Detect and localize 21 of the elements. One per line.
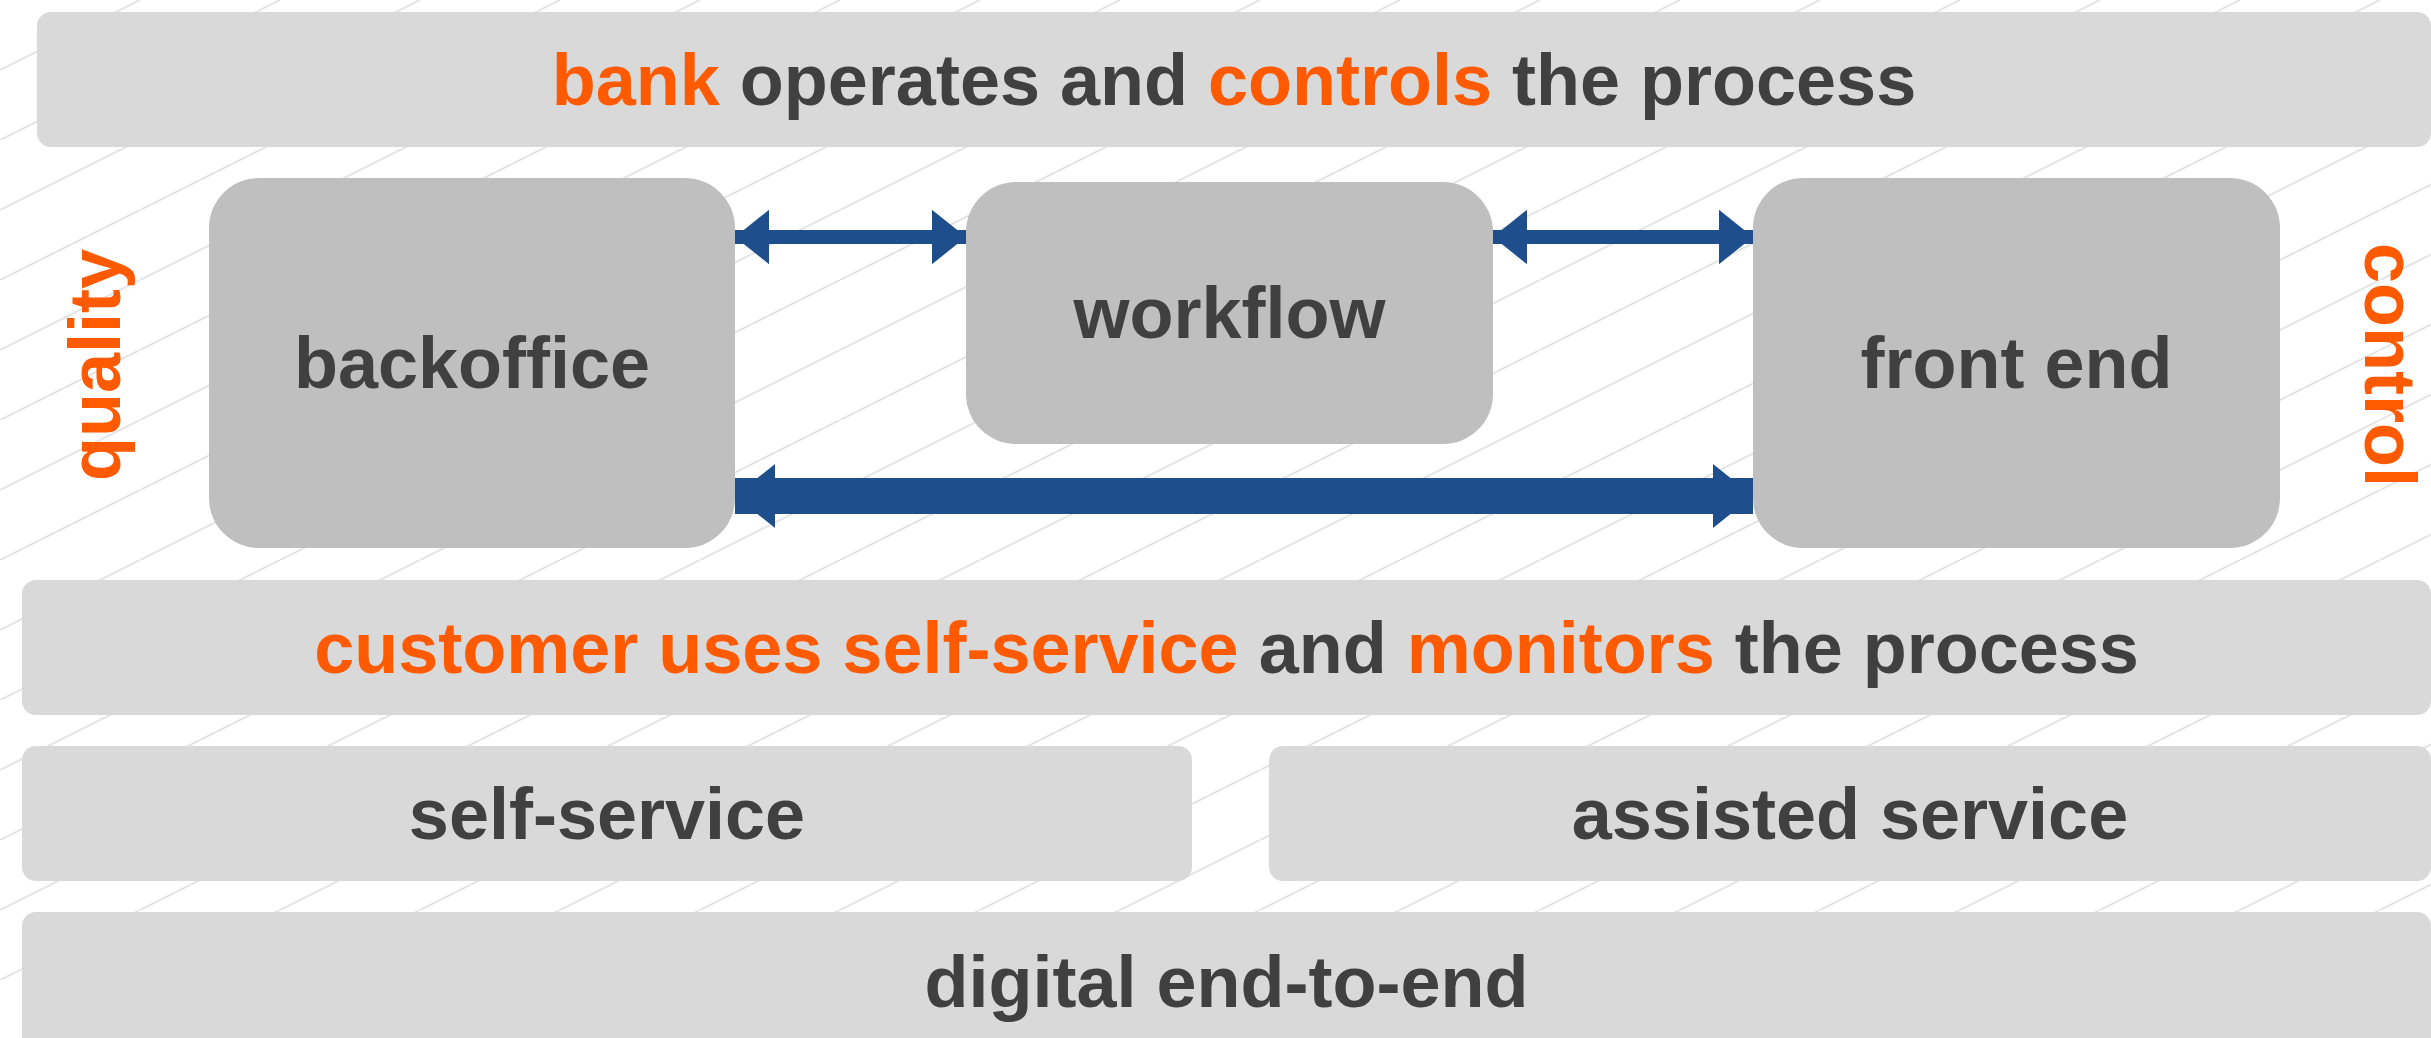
- double-arrow: [735, 209, 966, 265]
- side-label: control: [2349, 243, 2431, 487]
- node-label: digital end-to-end: [924, 941, 1529, 1023]
- double-arrow: [1493, 209, 1753, 265]
- process-box: [1753, 178, 2280, 548]
- side-label: quality: [54, 249, 136, 481]
- text-band: [22, 746, 1192, 881]
- process-box: [966, 182, 1493, 444]
- node-label: customer uses self-service and monitors the process: [314, 606, 2139, 689]
- text-band: [22, 912, 2431, 1038]
- process-box: [209, 178, 735, 548]
- node-label: workflow: [1073, 272, 1386, 354]
- node-label: front end: [1860, 322, 2173, 404]
- node-label: backoffice: [293, 322, 651, 404]
- text-band: [22, 580, 2431, 715]
- double-arrow: [735, 464, 1753, 528]
- node-label: assisted service: [1571, 772, 2129, 855]
- node-label: self-service: [408, 772, 806, 855]
- text-band: [1269, 746, 2431, 881]
- node-label: bank operates and controls the process: [551, 38, 1917, 121]
- text-band: [37, 12, 2431, 147]
